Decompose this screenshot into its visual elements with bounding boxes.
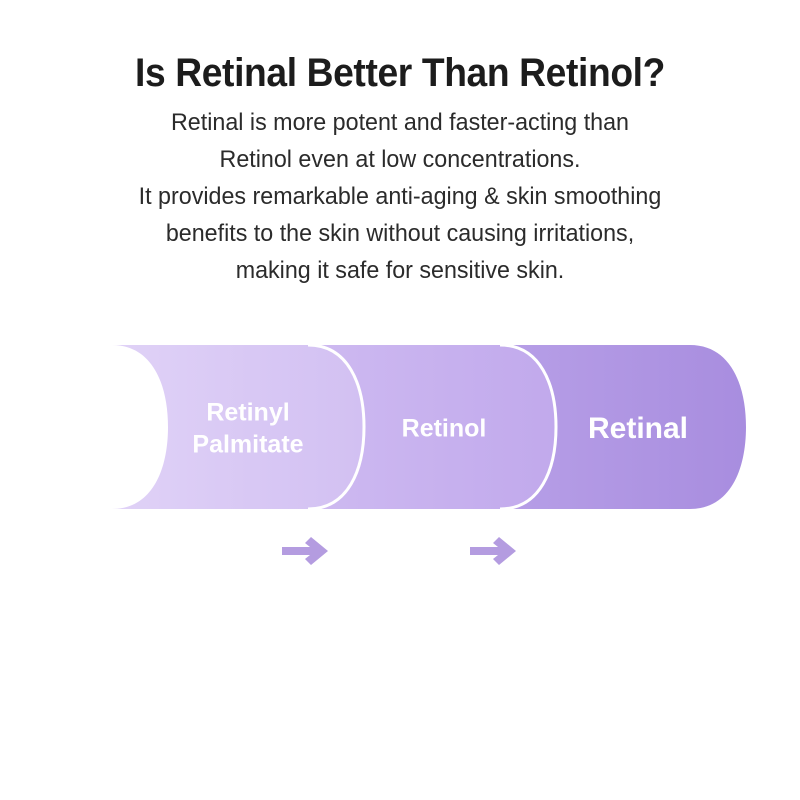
flow-divider-2 xyxy=(499,343,558,511)
body-line-2: Retinol even at low concentrations. xyxy=(219,146,581,173)
flow-segment-retinyl-palmitate[interactable]: Retinyl Palmitate xyxy=(112,345,364,509)
page-title: Is Retinal Better Than Retinol? xyxy=(134,50,665,95)
body-line-1: Retinal is more potent and faster-acting… xyxy=(170,109,629,136)
flow-diagram-svg: Retinyl Palmitate Retinol Retinal xyxy=(112,343,746,511)
flow-arrow-1 xyxy=(280,534,336,568)
flow-segment-3-shape xyxy=(500,345,746,509)
arrow-right-icon xyxy=(470,537,516,565)
flow-segment-3-label: Retinal xyxy=(588,412,688,445)
flow-segment-1-label-line-2: Palmitate xyxy=(192,431,303,459)
flow-segment-retinol[interactable]: Retinol xyxy=(308,345,556,509)
arrow-right-icon xyxy=(282,537,328,565)
flow-segment-1-shape xyxy=(112,345,364,509)
potency-flow-diagram: Retinyl Palmitate Retinol Retinal xyxy=(100,336,746,532)
body-line-3: It provides remarkable anti-aging & skin… xyxy=(138,183,662,210)
flow-divider-1 xyxy=(307,343,366,511)
flow-segment-1-label-line-1: Retinyl xyxy=(206,399,289,427)
flow-arrows xyxy=(100,528,720,576)
body-line-4: benefits to the skin without causing irr… xyxy=(165,220,635,247)
body-line-5: making it safe for sensitive skin. xyxy=(235,257,565,284)
flow-segment-2-shape xyxy=(308,345,556,509)
flow-segment-2-label: Retinol xyxy=(402,415,487,443)
body-copy: Retinal is more potent and faster-acting… xyxy=(20,104,780,289)
flow-arrow-2 xyxy=(468,534,524,568)
flow-segment-retinal[interactable]: Retinal xyxy=(500,345,746,509)
